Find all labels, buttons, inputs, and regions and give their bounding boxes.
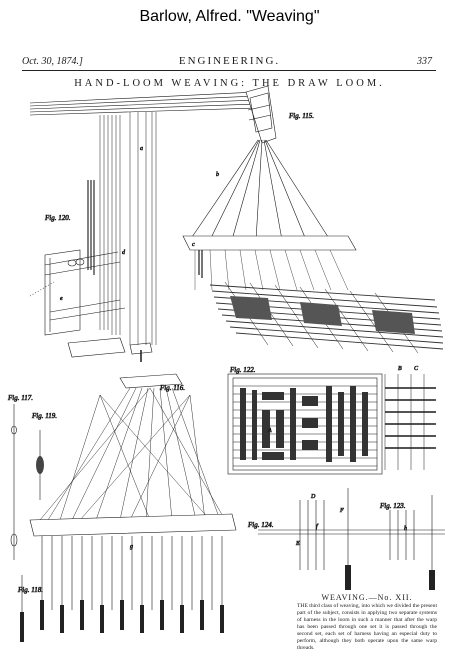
- header-journal: ENGINEERING.: [178, 55, 281, 67]
- fig-118-label: Fig. 118.: [17, 586, 43, 594]
- fig-116-label: Fig. 116.: [159, 384, 185, 392]
- letter-B: B: [398, 366, 402, 372]
- header-page-number: 337: [417, 56, 432, 67]
- header-rule: [22, 70, 436, 71]
- plate-title: HAND-LOOM WEAVING: THE DRAW LOOM.: [74, 78, 385, 89]
- letter-d: d: [122, 250, 126, 256]
- letter-A: A: [267, 428, 272, 434]
- fig-116-drawing: [29, 373, 237, 633]
- header-date: Oct. 30, 1874.]: [22, 56, 83, 67]
- letter-E: E: [295, 541, 300, 547]
- fig-122-label: Fig. 122.: [229, 366, 256, 374]
- fig-115-label: Fig. 115.: [288, 112, 314, 120]
- letter-F: F: [339, 508, 344, 514]
- fig-120-label: Fig. 120.: [44, 214, 71, 222]
- fig-119-label: Fig. 119.: [31, 412, 57, 420]
- article-heading: WEAVING.—No. XII.: [321, 593, 413, 602]
- letter-e: e: [60, 296, 63, 302]
- letter-h: h: [404, 526, 407, 532]
- fig-117-label: Fig. 117.: [7, 394, 33, 402]
- fig-115-drawing: [29, 85, 444, 354]
- fig-122-drawing: [227, 373, 436, 475]
- fig-117-118-119-drawing: [10, 404, 44, 642]
- fig-123-124-drawing: [258, 488, 445, 590]
- letter-b: b: [216, 172, 219, 178]
- letter-D: D: [310, 494, 316, 500]
- letter-C: C: [414, 366, 419, 372]
- letter-c: c: [192, 242, 195, 248]
- fig-123-label: Fig. 123.: [379, 502, 406, 510]
- article-body: THE third class of weaving, into which w…: [297, 603, 437, 651]
- fig-124-label: Fig. 124.: [247, 521, 274, 529]
- fig-120-drawing: [29, 112, 157, 362]
- letter-a: a: [140, 146, 143, 152]
- letter-f: f: [316, 523, 319, 530]
- letter-g: g: [130, 544, 133, 550]
- document-title: Barlow, Alfred. "Weaving": [139, 8, 320, 25]
